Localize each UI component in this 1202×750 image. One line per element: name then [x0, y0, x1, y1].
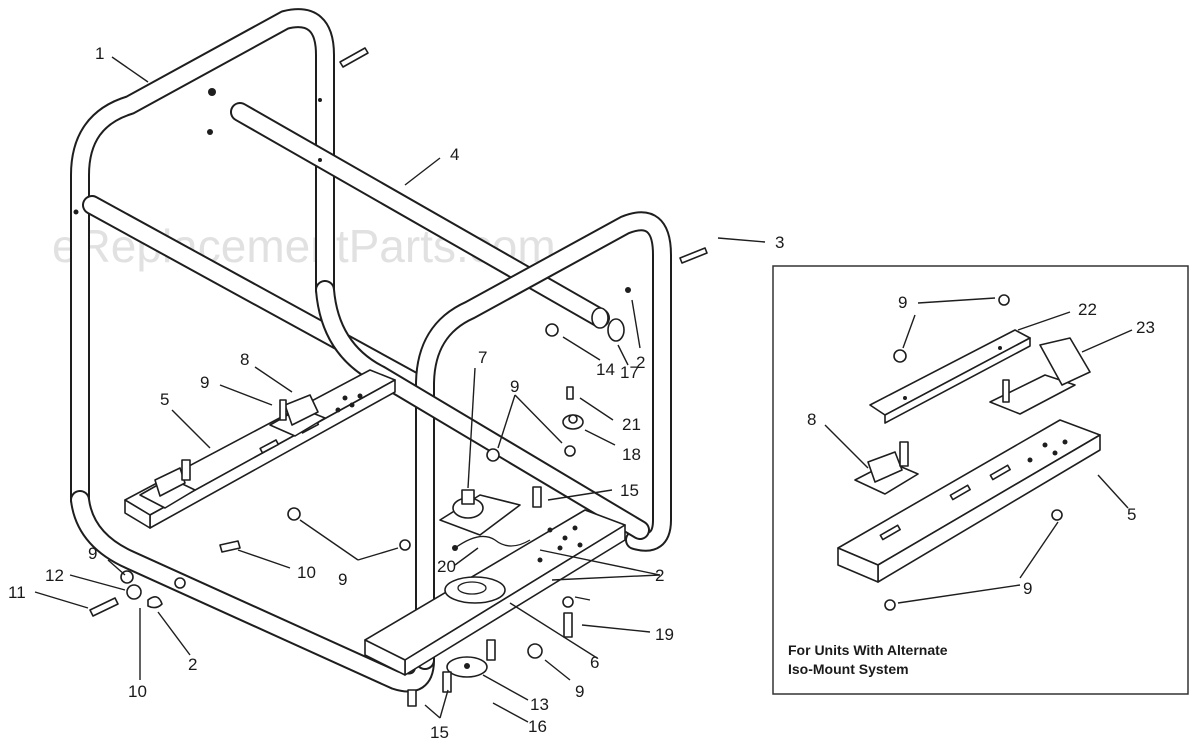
alternate-iso-mount-inset [772, 265, 1189, 695]
callout-10-b: 10 [128, 682, 147, 701]
callout-18: 18 [622, 445, 641, 464]
callout-9-f: 9 [898, 293, 907, 312]
callout-4: 4 [450, 145, 459, 164]
callout-17: 17 [620, 363, 639, 382]
callout-9-c: 9 [338, 570, 347, 589]
callout-13: 13 [530, 695, 549, 714]
callout-8-inset: 8 [807, 410, 816, 429]
callout-8: 8 [240, 350, 249, 369]
callout-14: 14 [596, 360, 615, 379]
base-rail-left [124, 369, 396, 529]
callout-9-inset: 9 [1023, 579, 1032, 598]
callout-labels: 1 4 3 8 9 5 7 9 14 17 2 21 18 15 10 9 20… [8, 44, 1155, 742]
callout-15-a: 15 [620, 481, 639, 500]
callout-7: 7 [478, 348, 487, 367]
callout-21: 21 [622, 415, 641, 434]
callout-2-c: 2 [188, 655, 197, 674]
callout-10-a: 10 [297, 563, 316, 582]
callout-16: 16 [528, 717, 547, 736]
frame-tube-assembly [70, 8, 672, 693]
inset-note-line-2: Iso-Mount System [788, 661, 909, 677]
callout-9-e: 9 [575, 682, 584, 701]
callout-19: 19 [655, 625, 674, 644]
callout-11: 11 [8, 583, 26, 602]
callout-9-d: 9 [88, 544, 97, 563]
inset-note-line-1: For Units With Alternate [788, 642, 948, 658]
callout-12: 12 [45, 566, 64, 585]
callout-2-b: 2 [655, 566, 664, 585]
callout-5-inset: 5 [1127, 505, 1136, 524]
callout-2-a: 2 [636, 353, 645, 372]
callout-15-b: 15 [430, 723, 449, 742]
callout-23: 23 [1136, 318, 1155, 337]
callout-20: 20 [437, 557, 456, 576]
callout-3: 3 [775, 233, 784, 252]
callout-9-b: 9 [510, 377, 519, 396]
base-rail-right [364, 489, 626, 676]
callout-9-a: 9 [200, 373, 209, 392]
callout-1: 1 [95, 44, 104, 63]
hardware-parts [89, 47, 708, 707]
callout-6: 6 [590, 653, 599, 672]
leader-lines [34, 56, 766, 723]
callout-22: 22 [1078, 300, 1097, 319]
callout-5: 5 [160, 390, 169, 409]
